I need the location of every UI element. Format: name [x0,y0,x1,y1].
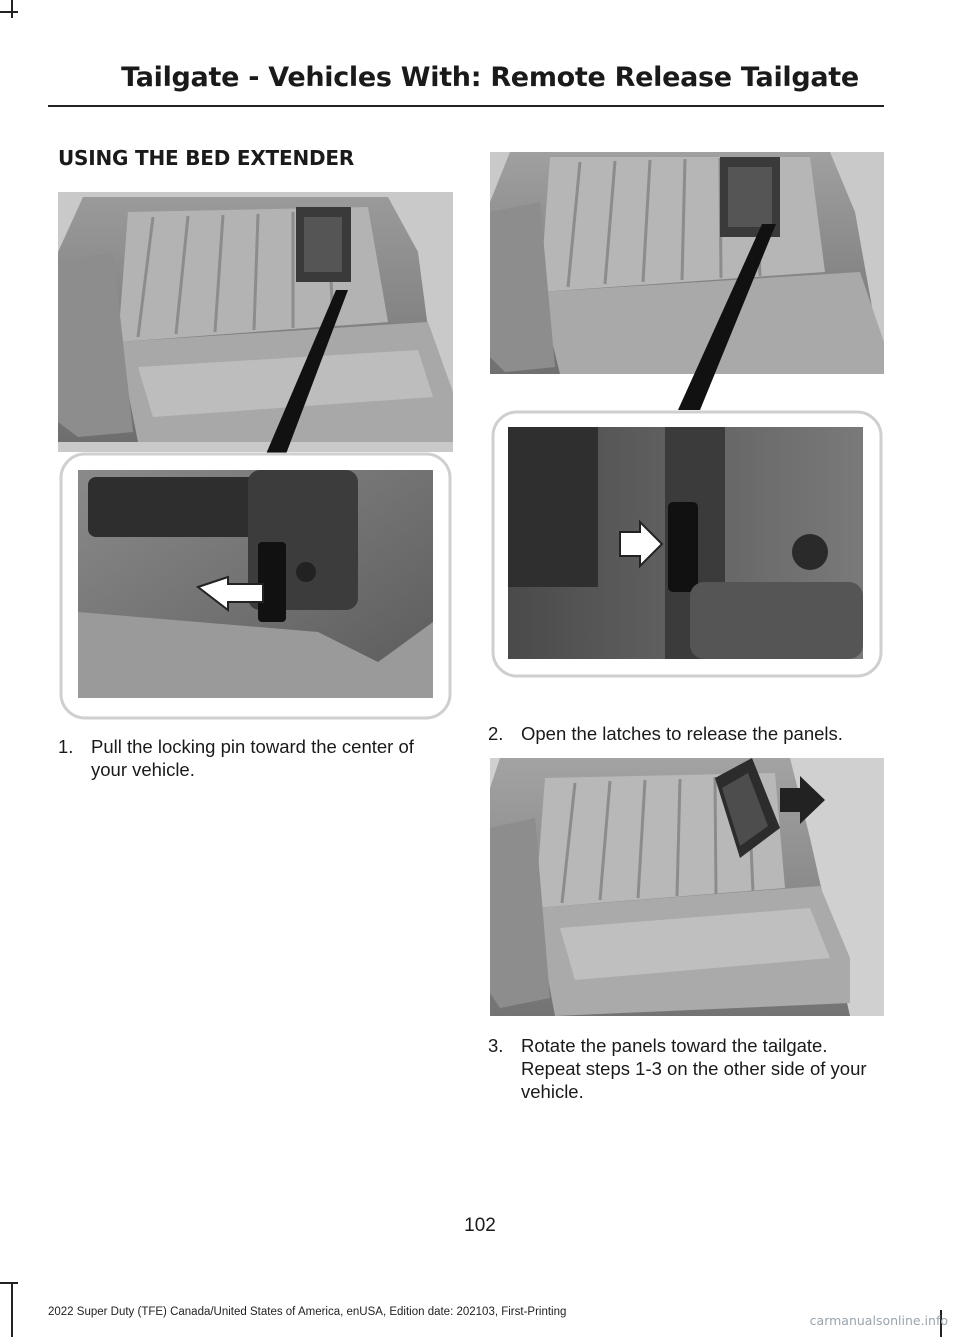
step-1: 1. Pull the locking pin toward the cente… [58,735,443,781]
crop-mark-top-left [0,11,18,13]
crop-mark-bottom-left [0,1282,18,1284]
step-text: Pull the locking pin toward the center o… [91,736,414,780]
crop-mark-bottom-left [11,1282,13,1337]
page-header-title: Tailgate - Vehicles With: Remote Release… [121,62,859,93]
figure-rotate-panels [490,758,884,1016]
crop-mark-top-left [11,0,13,18]
step-2: 2. Open the latches to release the panel… [488,722,888,745]
header-rule [48,105,884,107]
figure-open-latches [490,152,884,680]
page-number: 102 [464,1215,496,1236]
watermark: carmanualsonline.info [809,1313,948,1328]
step-3: 3. Rotate the panels toward the tailgate… [488,1034,888,1103]
step-number: 3. [488,1035,504,1056]
figure-locking-pin [58,192,453,722]
section-heading: USING THE BED EXTENDER [58,146,355,170]
step-number: 1. [58,736,74,757]
crop-mark-bottom-right [940,1310,942,1337]
step-text: Rotate the panels toward the tailgate. R… [521,1035,867,1102]
step-text: Open the latches to release the panels. [521,723,843,744]
publication-info: 2022 Super Duty (TFE) Canada/United Stat… [48,1306,567,1318]
step-number: 2. [488,723,504,744]
